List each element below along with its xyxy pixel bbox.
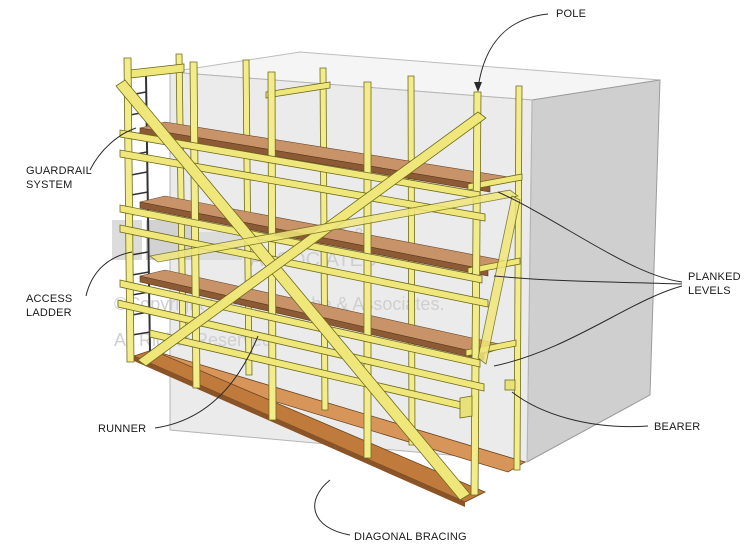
runner-leader bbox=[154, 335, 259, 429]
access-ladder-label-line-1: ACCESS bbox=[26, 293, 72, 305]
diagonal-brace-side bbox=[477, 195, 521, 365]
bearer-tube bbox=[467, 173, 523, 191]
runner-label: RUNNER bbox=[98, 423, 146, 435]
bearer-leader bbox=[511, 391, 649, 428]
planked-leader-3 bbox=[493, 285, 683, 367]
sole-board-edge bbox=[134, 356, 465, 507]
ladder-rung bbox=[130, 171, 148, 176]
ladder-rung bbox=[131, 331, 151, 336]
pole-label: POLE bbox=[556, 8, 586, 20]
wall-side bbox=[526, 79, 661, 463]
ladder-rung bbox=[130, 191, 149, 196]
runner-tube bbox=[117, 299, 485, 392]
access-ladder-label-line-2: LADDER bbox=[26, 307, 72, 319]
diagonal-bracing-label: DIAGONAL BRACING bbox=[354, 531, 467, 543]
sole-board bbox=[132, 349, 526, 507]
ladder-rung bbox=[131, 271, 150, 276]
diagonal-bracing-leader bbox=[314, 479, 351, 536]
access-ladder-leader bbox=[85, 251, 133, 297]
ladder-rung bbox=[130, 251, 149, 256]
planked-levels-label-line-2: LEVELS bbox=[688, 285, 731, 297]
planked-leader-2 bbox=[493, 275, 683, 285]
runner-end-clamp bbox=[459, 395, 473, 419]
diagonal-brace bbox=[115, 79, 471, 501]
diagonal-bracing bbox=[115, 79, 521, 501]
pole-leader bbox=[477, 13, 549, 89]
bearer-end-clamp bbox=[504, 379, 516, 391]
leader-lines bbox=[85, 13, 683, 536]
diagonal-brace-side bbox=[149, 189, 519, 263]
guardrail-leader bbox=[89, 127, 137, 171]
runner-tube bbox=[119, 279, 481, 368]
planked-levels-label-line-1: PLANKED bbox=[688, 271, 741, 283]
bearer-label: BEARER bbox=[654, 421, 700, 433]
bearer-tube bbox=[265, 81, 331, 99]
runner-tube bbox=[119, 149, 486, 222]
front-pole bbox=[363, 81, 372, 459]
diagonal-brace bbox=[137, 111, 487, 367]
guardrail-label-line-2: SYSTEM bbox=[26, 179, 72, 191]
pole-arrowhead bbox=[474, 82, 482, 92]
callout-labels: POLE GUARDRAIL SYSTEM ACCESS LADDER PLAN… bbox=[26, 8, 741, 543]
guardrail-label-line-1: GUARDRAIL bbox=[26, 165, 92, 177]
planked-leader-1 bbox=[497, 191, 683, 283]
front-pole bbox=[267, 71, 277, 421]
